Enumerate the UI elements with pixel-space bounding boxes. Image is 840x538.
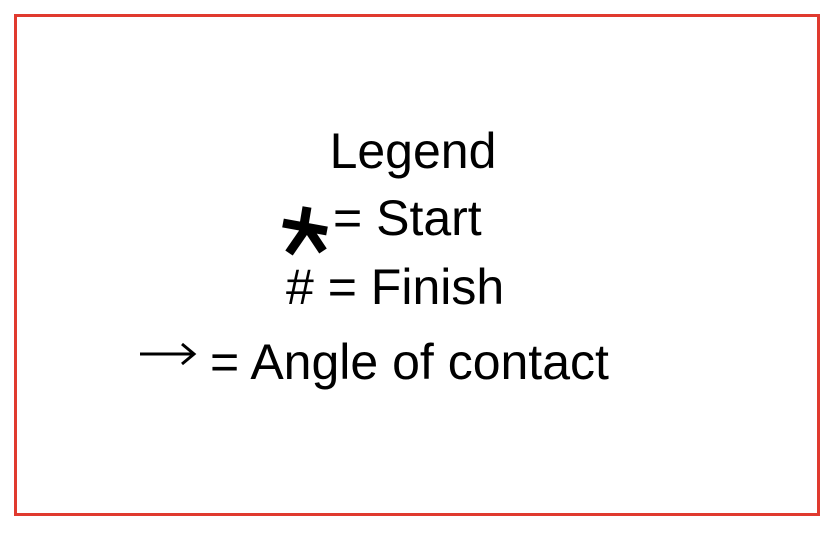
legend-item-angle: = Angle of contact (138, 332, 609, 392)
right-arrow-icon (140, 342, 197, 366)
legend-item-start-label: = Start (333, 190, 482, 246)
legend-title: Legend (329, 123, 497, 179)
legend-item-finish-label: = Finish (327, 259, 505, 315)
legend-item-angle-label: = Angle of contact (210, 334, 609, 390)
legend-border (14, 14, 820, 516)
legend-item-finish: # = Finish (286, 257, 504, 317)
hash-symbol: # (286, 259, 314, 315)
asterisk-star-icon (282, 206, 328, 256)
legend-item-start: = Start (277, 188, 482, 257)
